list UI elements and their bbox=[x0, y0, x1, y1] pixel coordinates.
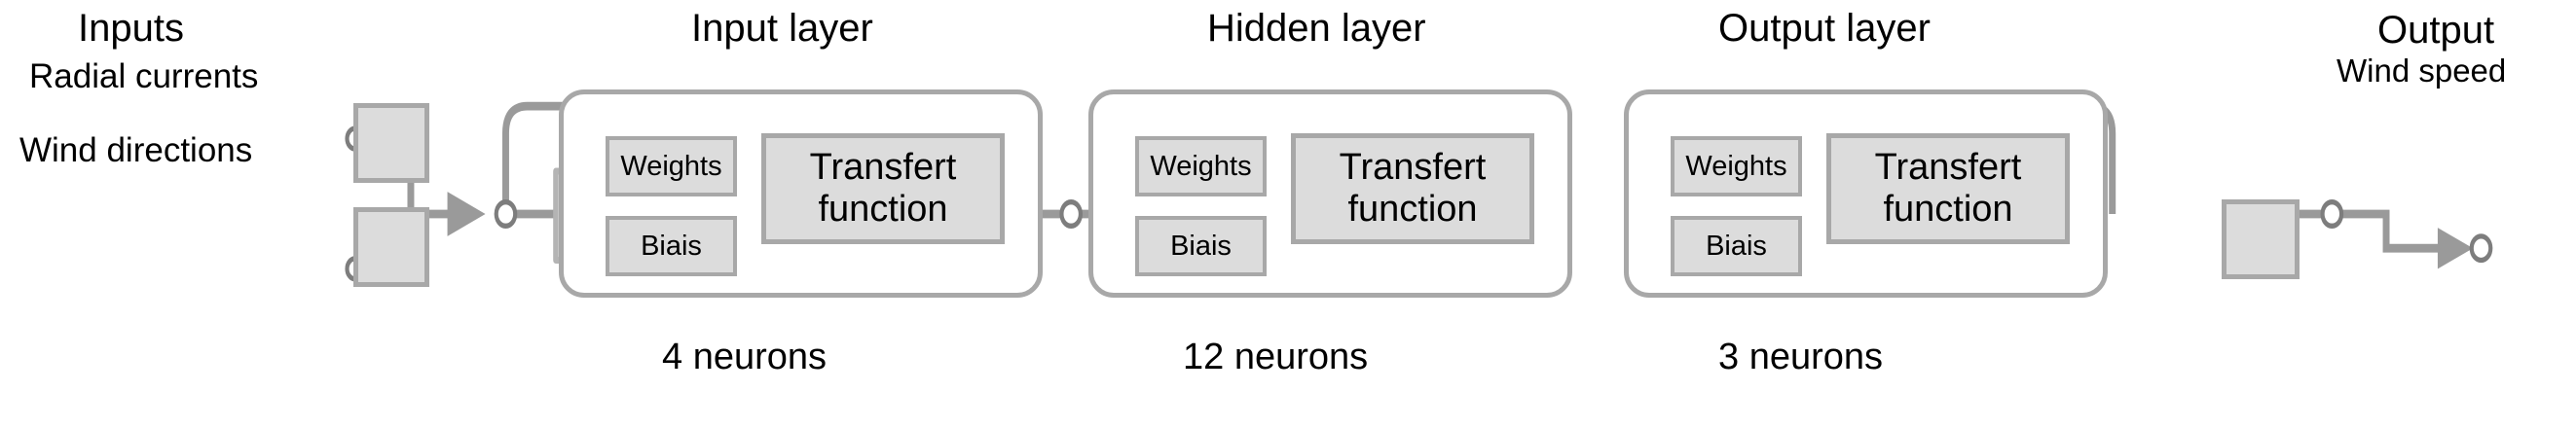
input-label-radial-currents: Radial currents bbox=[29, 57, 259, 95]
input-port-box-wind-directions[interactable] bbox=[353, 207, 429, 287]
output-layer-transfer-box[interactable]: Transfert function bbox=[1826, 133, 2070, 244]
port-output-layer-out bbox=[2320, 199, 2344, 229]
output-layer-weights-box[interactable]: Weights bbox=[1671, 136, 1802, 196]
output-layer-neuron-count: 3 neurons bbox=[1718, 337, 1884, 377]
port-input-layer-out bbox=[1059, 199, 1084, 229]
output-heading: Output bbox=[2377, 9, 2495, 52]
output-port-box-wind-speed[interactable] bbox=[2222, 199, 2300, 279]
inputs-heading: Inputs bbox=[78, 7, 184, 50]
input-port-box-radial-currents[interactable] bbox=[353, 103, 429, 183]
hidden-layer-transfer-box[interactable]: Transfert function bbox=[1291, 133, 1534, 244]
port-output-box-in bbox=[2469, 233, 2493, 264]
output-subtitle-wind-speed: Wind speed bbox=[2337, 53, 2507, 89]
output-layer-bias-box[interactable]: Biais bbox=[1671, 216, 1802, 276]
hidden-layer-transfer-text: Transfert function bbox=[1340, 147, 1487, 230]
hidden-layer-neuron-count: 12 neurons bbox=[1183, 337, 1369, 377]
port-input-layer-in bbox=[494, 199, 518, 229]
input-layer-title: Input layer bbox=[691, 7, 873, 50]
hidden-layer-weights-box[interactable]: Weights bbox=[1135, 136, 1267, 196]
output-layer-transfer-line2: function bbox=[1883, 189, 2013, 230]
input-label-wind-directions: Wind directions bbox=[19, 131, 253, 169]
hidden-layer-bias-box[interactable]: Biais bbox=[1135, 216, 1267, 276]
input-layer-bias-box[interactable]: Biais bbox=[606, 216, 737, 276]
input-layer-transfer-line2: function bbox=[818, 189, 948, 230]
output-layer-transfer-line1: Transfert bbox=[1874, 147, 2022, 189]
hidden-layer-transfer-line2: function bbox=[1347, 189, 1478, 230]
output-layer-transfer-text: Transfert function bbox=[1875, 147, 2022, 230]
input-layer-transfer-text: Transfert function bbox=[810, 147, 957, 230]
input-layer-transfer-box[interactable]: Transfert function bbox=[761, 133, 1005, 244]
input-layer-weights-box[interactable]: Weights bbox=[606, 136, 737, 196]
input-layer-neuron-count: 4 neurons bbox=[662, 337, 828, 377]
output-layer-title: Output layer bbox=[1718, 7, 1931, 50]
hidden-layer-transfer-line1: Transfert bbox=[1339, 147, 1487, 189]
input-layer-transfer-line1: Transfert bbox=[809, 147, 957, 189]
hidden-layer-title: Hidden layer bbox=[1207, 7, 1426, 50]
